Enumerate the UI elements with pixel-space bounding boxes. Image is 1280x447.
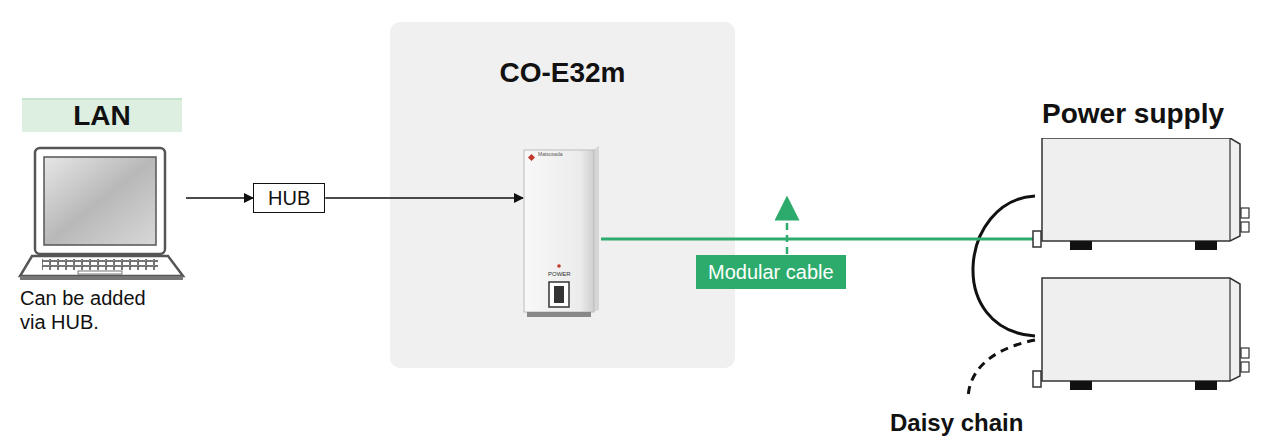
controller-device: [523, 146, 601, 318]
hub-box: HUB: [253, 183, 325, 213]
brand-logo-text: Matsusada: [538, 151, 562, 157]
daisy-chain-cable: [973, 196, 1035, 336]
power-supply-units: [1030, 138, 1255, 398]
section-heading: LAN: [22, 98, 182, 132]
callout-label: Modular cable: [708, 260, 834, 284]
device-title: Power supply: [1042, 98, 1224, 130]
lan-arrow: [325, 197, 523, 199]
switch-label: POWER: [548, 271, 571, 278]
hub-label: HUB: [268, 187, 310, 209]
laptop-icon: [18, 146, 186, 281]
power-supply-node: Power supply: [1030, 95, 1270, 395]
caption-note: Can be added via HUB.: [20, 286, 170, 334]
laptop-node: LAN Can be added via HUB.: [18, 98, 188, 348]
cable-callout: Modular cable: [696, 255, 846, 289]
device-title: CO-E32m: [390, 57, 735, 89]
modular-cable: [601, 238, 1033, 241]
controller-panel: CO-E32mMatsusadaPOWER: [390, 22, 735, 368]
device-panel: [390, 22, 735, 368]
chain-label: Daisy chain: [890, 408, 1023, 438]
lan-arrow: [186, 197, 253, 199]
daisy-chain-dashed: [968, 340, 1035, 400]
callout-arrow: [786, 208, 789, 254]
